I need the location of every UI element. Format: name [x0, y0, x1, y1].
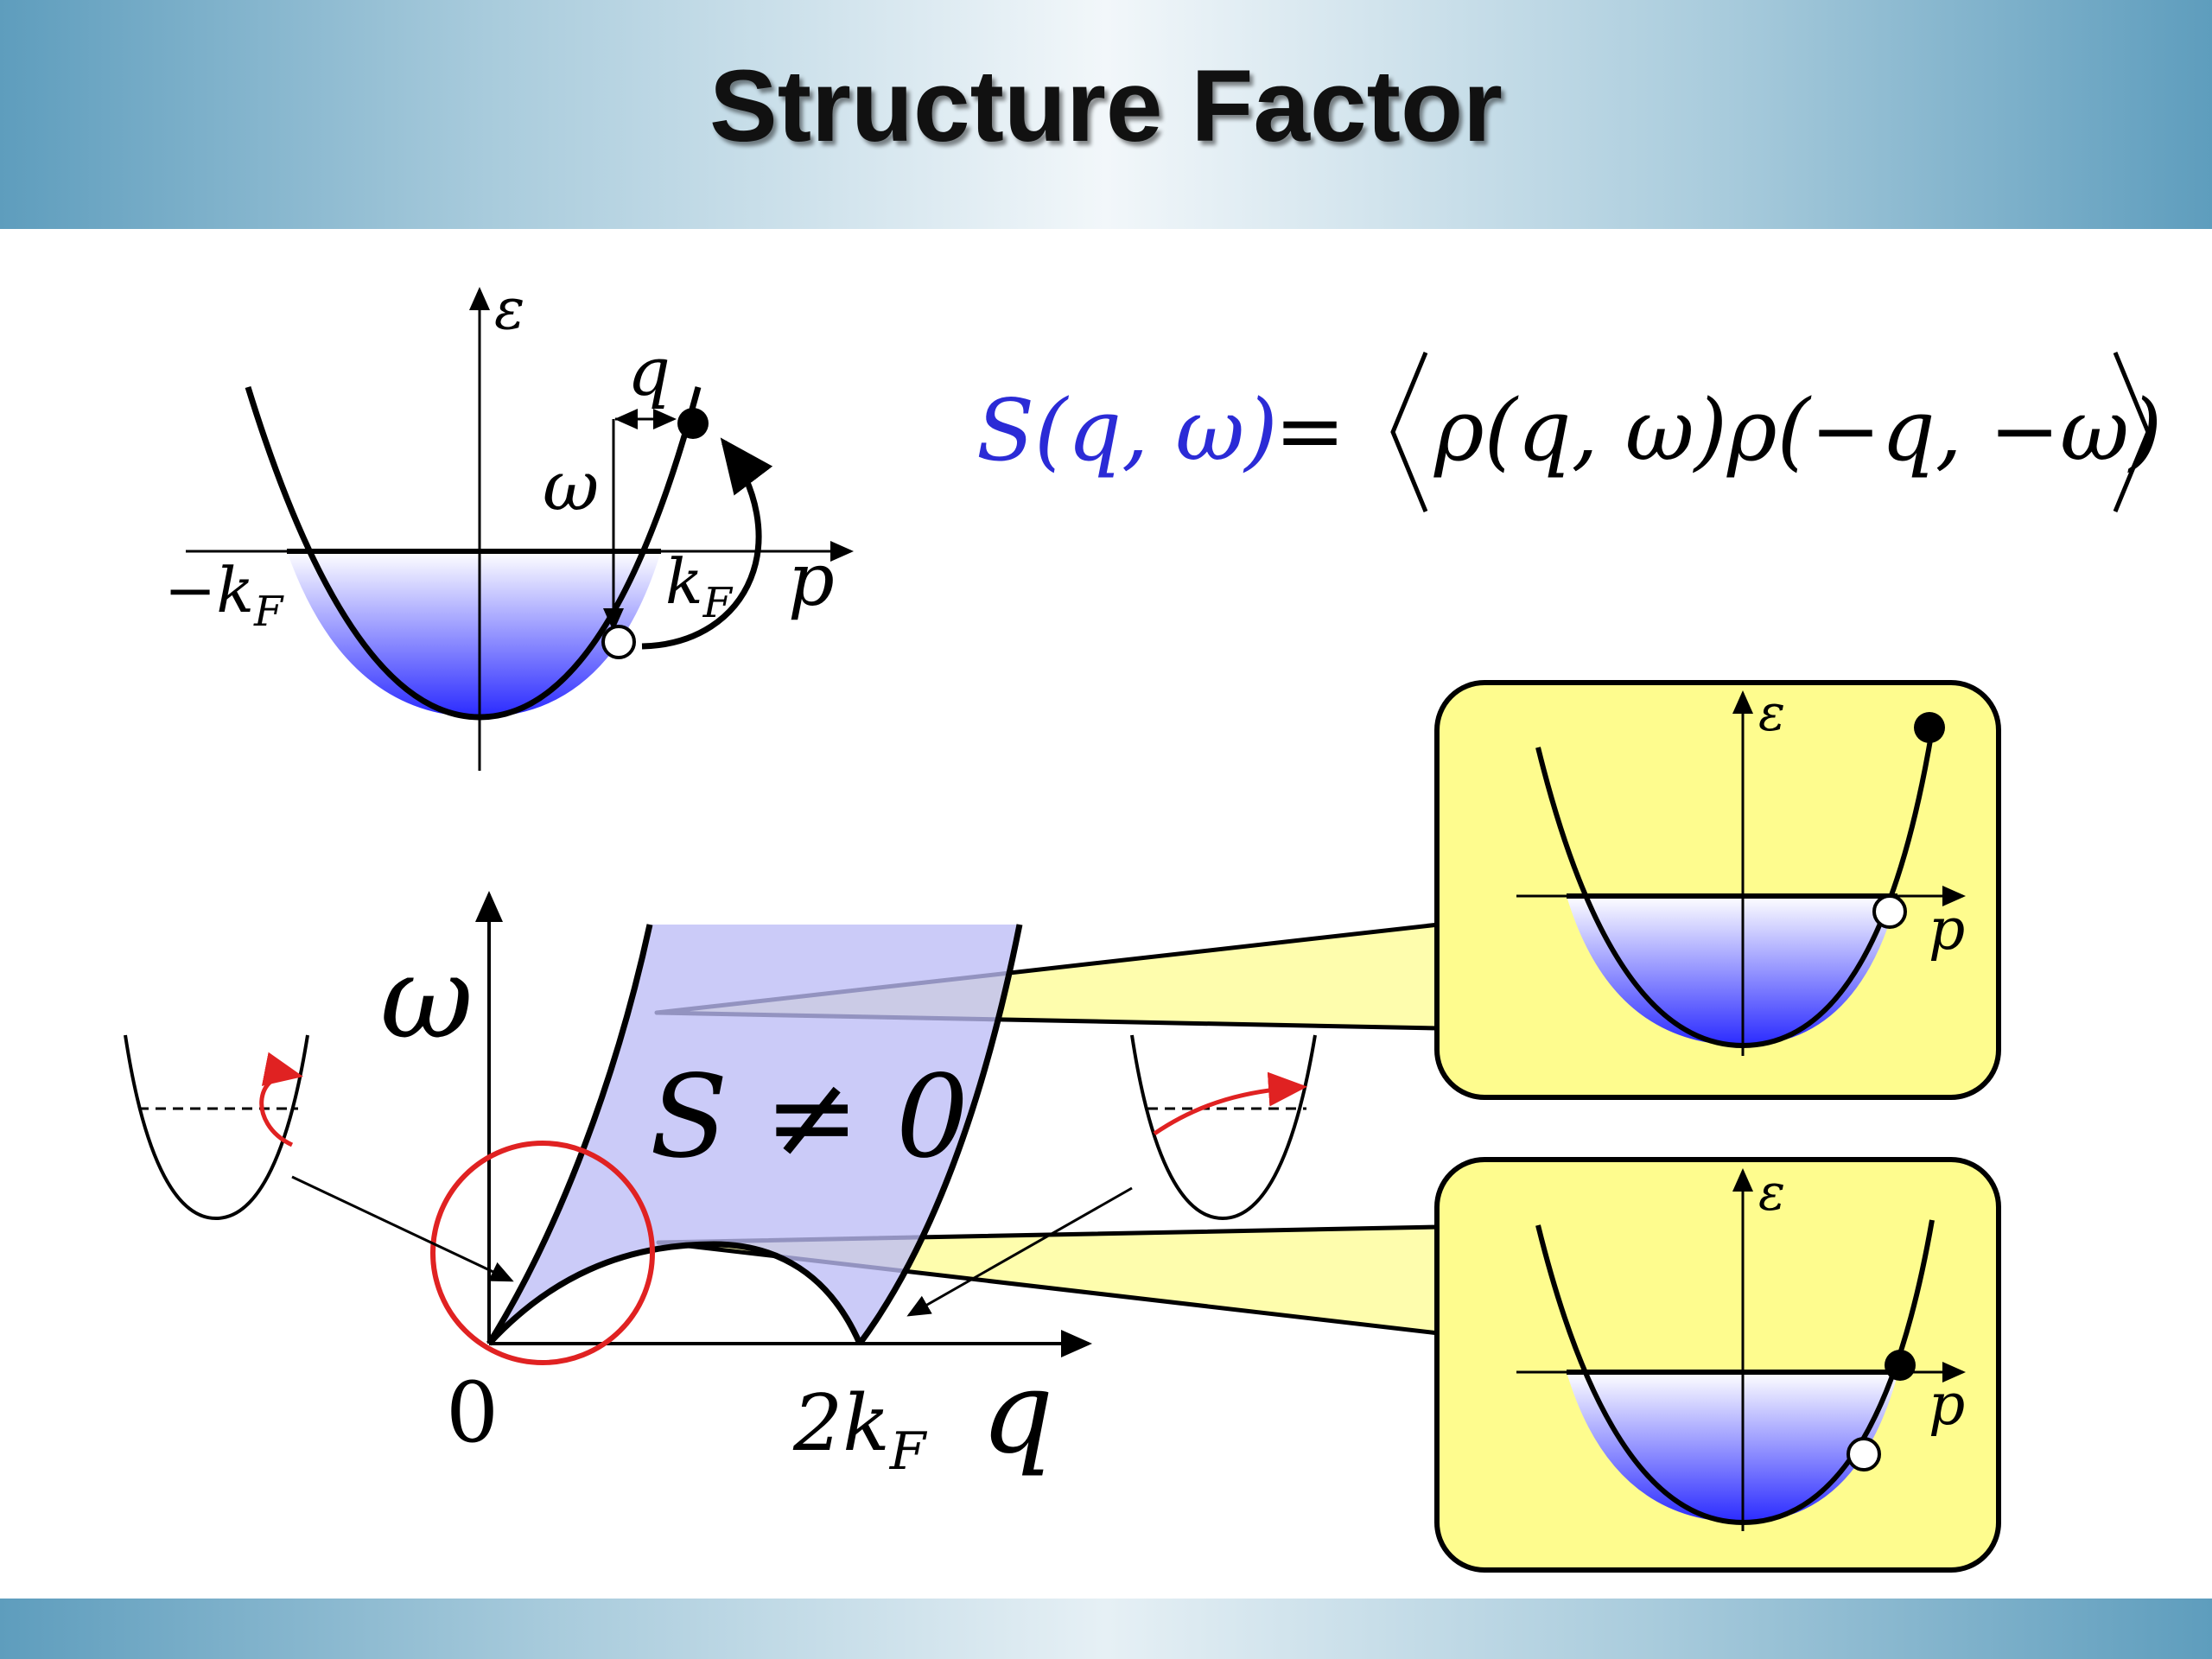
two-kf-label: 2kF — [792, 1378, 928, 1482]
inset-top-particle — [1914, 712, 1945, 743]
nonzero-region — [489, 925, 1020, 1344]
inset-top-sea — [1567, 896, 1897, 1046]
inset-top-p-label: p — [1929, 896, 1965, 963]
sketch-2kf — [906, 1034, 1317, 1317]
left-angle-bracket — [1390, 352, 1428, 512]
slide-title: Structure Factor — [709, 49, 1503, 163]
inset-bottom-particle — [1885, 1350, 1916, 1381]
sketch-left-parabola — [124, 1034, 309, 1221]
q-axis-label: q — [981, 1346, 1054, 1479]
structure-factor-equation: S(q, ω) = ρ(q, ω)ρ(−q, −ω) — [976, 352, 2162, 512]
omega-axis-label: ω — [380, 931, 474, 1065]
inset-bottom-p-label: p — [1929, 1371, 1965, 1438]
equation-equals: = — [1274, 382, 1345, 480]
p-label: p — [788, 537, 835, 622]
pointer-to-2kf — [906, 1186, 1133, 1317]
inset-top-box — [1434, 680, 2001, 1100]
right-angle-bracket — [2113, 352, 2151, 512]
band-diagram-top: ε p q ω −kF kF — [164, 276, 854, 771]
q-label: q — [627, 334, 671, 411]
dispersion-parabola — [245, 385, 702, 721]
region-label: S ≠ 0 — [650, 1051, 969, 1184]
inset-bottom: ε p — [1434, 1157, 2001, 1573]
sketch-small-q — [124, 1034, 514, 1282]
inset-bottom-sea — [1567, 1372, 1898, 1522]
sketch-right-parabola — [1130, 1034, 1317, 1221]
minus-kf-label: −kF — [164, 554, 284, 636]
sketch-right-red-arrow — [1153, 1071, 1307, 1136]
lower-boundary — [486, 1241, 863, 1346]
upper-boundary-right — [857, 924, 1023, 1346]
epsilon-label: ε — [494, 276, 524, 342]
omega-label: ω — [543, 446, 599, 526]
excitation-arrow — [641, 437, 773, 650]
inset-top-hole — [1872, 894, 1907, 929]
inset-bottom-hole — [1847, 1437, 1881, 1471]
inset-bottom-parabola — [1535, 1219, 1935, 1526]
kf-label: kF — [665, 545, 734, 627]
inset-top-epsilon-label: ε — [1758, 683, 1785, 742]
upper-boundary-left — [486, 924, 653, 1345]
inset-bottom-epsilon-label: ε — [1758, 1163, 1785, 1222]
excitation-spectrum: S ≠ 0 ω q 0 2kF — [380, 891, 1092, 1482]
title-bar — [0, 0, 2212, 229]
origin-label: 0 — [446, 1364, 499, 1461]
low-q-highlight-circle — [430, 1141, 655, 1365]
inset-top: ε p — [1434, 680, 2001, 1100]
equation-rhs: ρ(q, ω)ρ(−q, −ω) — [1433, 382, 2162, 480]
particle-dot — [677, 408, 709, 439]
sketch-left-red-arrow — [259, 1052, 303, 1147]
footer-bar — [0, 1599, 2212, 1659]
pointer-to-origin — [291, 1175, 514, 1282]
hole-dot — [601, 625, 636, 659]
equation-lhs: S(q, ω) — [976, 382, 1278, 480]
